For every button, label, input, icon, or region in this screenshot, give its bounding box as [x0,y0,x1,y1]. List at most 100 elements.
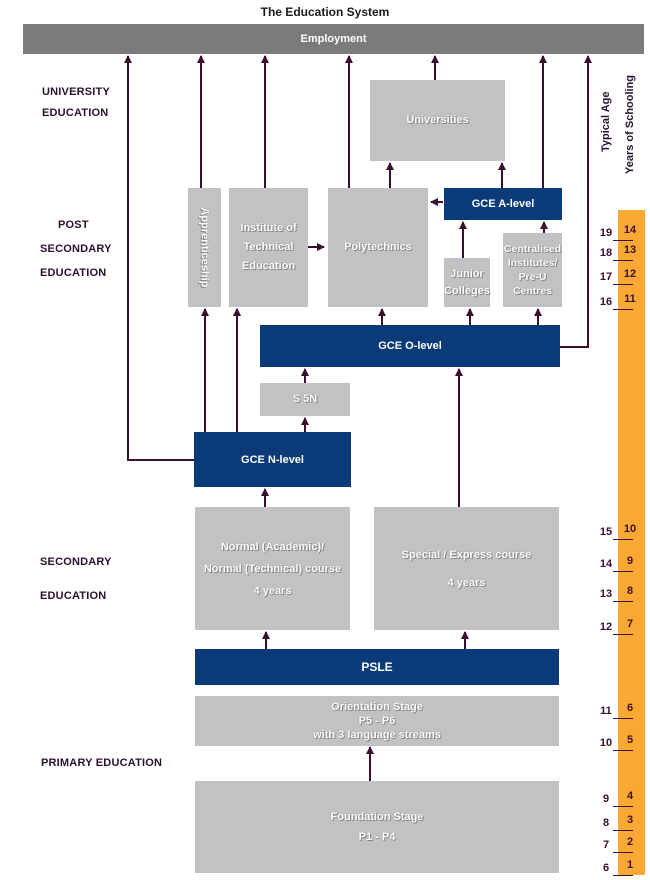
centralised-institutes-box: Centralised Institutes/ Pre-U Centres [503,233,562,307]
scale-tick [613,852,633,853]
typical-age-value: 7 [602,839,610,851]
special-course-duration: 4 years [447,576,486,589]
junior-colleges-line2: Colleges [444,284,490,297]
years-of-schooling-value: 6 [626,702,634,714]
typical-age-label: Typical Age [600,91,612,152]
typical-age-value: 9 [602,793,610,805]
scale-tick [613,634,633,635]
section-secondary-line1: SECONDARY [40,556,112,568]
scale-tick [613,260,633,261]
gce-o-level-box: GCE O-level [260,325,560,367]
typical-age-value: 17 [599,271,613,283]
psle-label: PSLE [361,660,393,674]
section-post-secondary-line3: EDUCATION [40,267,107,279]
years-of-schooling-value: 7 [626,618,634,630]
years-of-schooling-value: 10 [623,523,637,535]
foundation-line1: Foundation Stage [330,811,424,823]
years-of-schooling-value: 14 [623,224,637,236]
normal-course-duration: 4 years [253,584,292,597]
scale-tick [613,830,633,831]
typical-age-value: 6 [602,862,610,874]
scale-tick [613,875,633,876]
apprenticeship-box: Apprenticeship [188,188,221,307]
orientation-line3: with 3 language streams [313,729,441,741]
section-university-line1: UNIVERSITY [42,86,111,98]
years-of-schooling-value: 8 [626,585,634,597]
scale-tick [613,309,633,310]
employment-label: Employment [300,33,367,45]
years-of-schooling-value: 12 [623,268,637,280]
scale-tick [613,750,633,751]
special-course-line1: Special / Express course [401,548,532,561]
years-of-schooling-value: 3 [626,814,634,826]
junior-colleges-line1: Junior [450,267,484,280]
scale-tick [613,571,633,572]
junior-colleges-box: Junior Colleges [444,258,490,307]
centralised-line3: Pre-U [518,271,547,283]
apprenticeship-label: Apprenticeship [199,207,212,288]
centralised-line1: Centralised [503,243,562,255]
orientation-line1: Orientation Stage [331,701,423,713]
typical-age-value: 15 [599,526,613,538]
years-of-schooling-value: 9 [626,555,634,567]
years-of-schooling-value: 2 [626,836,634,848]
polytechnics-box: Polytechnics [328,188,428,307]
typical-age-value: 10 [599,737,613,749]
section-post-secondary-line2: SECONDARY [40,243,112,255]
foundation-line2: P1 - P4 [358,831,396,843]
gce-a-level-box: GCE A-level [444,188,562,220]
section-university: UNIVERSITY EDUCATION [42,82,110,124]
orientation-stage-box: Orientation Stage P5 - P6 with 3 languag… [195,696,559,746]
typical-age-value: 14 [599,558,613,570]
gce-n-level-label: GCE N-level [241,453,304,466]
centralised-line2: Institutes/ [507,257,558,269]
employment-bar: Employment [23,24,644,54]
polytechnics-label: Polytechnics [344,241,412,253]
years-of-schooling-value: 13 [623,244,637,256]
typical-age-value: 8 [602,817,610,829]
normal-course-line1: Normal (Academic)/ [220,540,325,553]
psle-box: PSLE [195,649,559,685]
s5n-box: S 5N [260,383,350,416]
scale-tick [613,806,633,807]
typical-age-value: 12 [599,621,613,633]
institute-line2: Technical [243,241,294,253]
universities-box: Universities [370,80,505,161]
years-of-schooling-value: 4 [626,790,634,802]
schooling-scale-bar [618,210,645,875]
diagram-title: The Education System [260,5,390,19]
years-of-schooling-value: 11 [624,293,636,305]
section-secondary-line2: EDUCATION [40,590,107,602]
institute-technical-education-box: Institute of Technical Education [229,188,308,307]
typical-age-value: 13 [599,588,613,600]
scale-tick [613,718,633,719]
typical-age-value: 16 [599,296,613,308]
years-of-schooling-label: Years of Schooling [624,74,636,174]
typical-age-value: 18 [599,247,613,259]
institute-line1: Institute of [240,222,297,234]
section-post-secondary-line1: POST [58,219,89,231]
foundation-stage-box: Foundation Stage P1 - P4 [195,781,559,873]
section-university-line2: EDUCATION [42,107,109,119]
orientation-line2: P5 - P6 [358,715,396,727]
scale-tick [613,539,633,540]
gce-o-level-label: GCE O-level [378,340,442,352]
s5n-label: S 5N [292,393,318,405]
scale-tick [613,284,633,285]
special-express-course-box: Special / Express course 4 years [374,507,559,630]
typical-age-value: 19 [599,227,613,239]
institute-line3: Education [241,260,296,272]
centralised-line4: Centres [512,285,553,297]
typical-age-value: 11 [600,705,612,717]
normal-course-box: Normal (Academic)/ Normal (Technical) co… [195,507,350,630]
gce-n-level-box: GCE N-level [194,432,351,487]
scale-tick [613,240,633,241]
section-post-secondary: POST SECONDARY EDUCATION [40,213,112,285]
section-primary: PRIMARY EDUCATION [41,757,163,769]
scale-tick [613,601,633,602]
gce-a-level-label: GCE A-level [471,198,535,210]
years-of-schooling-value: 5 [626,734,634,746]
normal-course-line2: Normal (Technical) course [203,562,342,575]
universities-label: Universities [406,114,469,126]
